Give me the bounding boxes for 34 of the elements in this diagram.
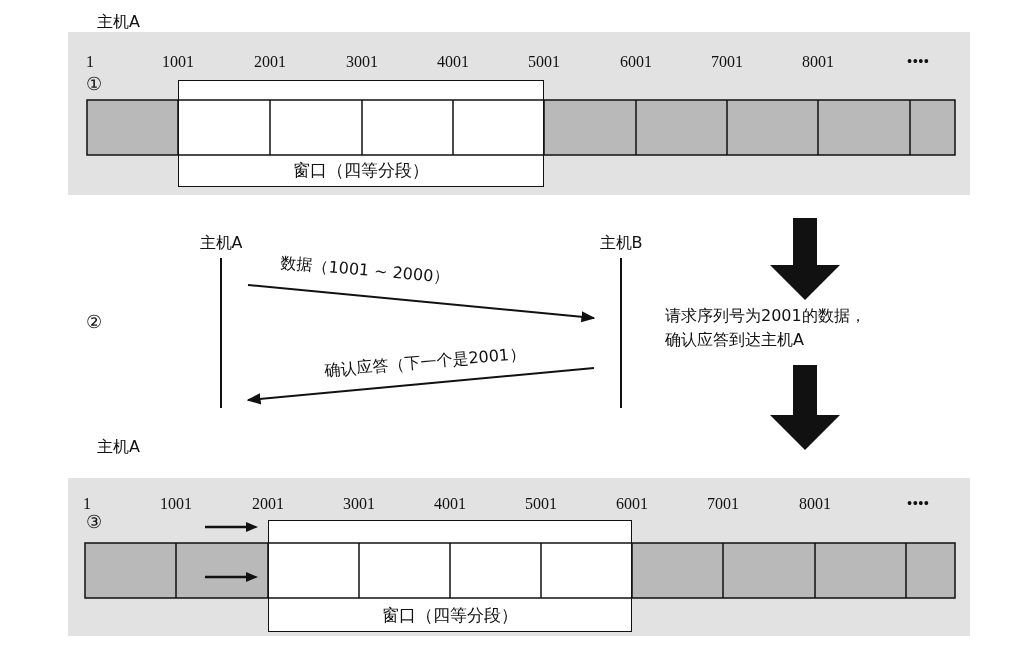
host-label: 主机A (97, 12, 140, 32)
sequence-number: 6001 (616, 494, 648, 514)
sequence-number: 1001 (160, 494, 192, 514)
sequence-number: 2001 (254, 52, 286, 72)
sequence-number: 7001 (711, 52, 743, 72)
sequence-number: 2001 (252, 494, 284, 514)
step-number: ② (86, 312, 102, 334)
host-label: 主机A (199, 233, 243, 254)
window-box (178, 80, 544, 187)
message-arrow (246, 367, 595, 405)
message-arrow (247, 284, 596, 323)
sequence-number: 5001 (525, 494, 557, 514)
window-box (268, 520, 632, 632)
sequence-number: 8001 (799, 494, 831, 514)
note-text: 请求序列号为2001的数据，确认应答到达主机A (665, 305, 867, 351)
sequence-number: 6001 (620, 52, 652, 72)
sequence-number: 3001 (346, 52, 378, 72)
sequence-number: 4001 (434, 494, 466, 514)
step-number: ③ (86, 512, 102, 534)
sequence-number: 3001 (343, 494, 375, 514)
sequence-number: 7001 (707, 494, 739, 514)
ellipsis: •••• (906, 494, 930, 514)
sequence-number: 4001 (437, 52, 469, 72)
sequence-number: 1001 (162, 52, 194, 72)
ellipsis: •••• (906, 52, 930, 72)
window-label: 窗口（四等分段） (292, 159, 430, 182)
step-number: ① (86, 74, 102, 96)
sequence-number: 1 (86, 52, 94, 72)
host-label: 主机B (599, 233, 643, 254)
sequence-number: 8001 (802, 52, 834, 72)
window-label: 窗口（四等分段） (381, 604, 519, 627)
sequence-number: 5001 (528, 52, 560, 72)
host-label: 主机A (97, 437, 140, 457)
sequence-number: 1 (83, 494, 91, 514)
